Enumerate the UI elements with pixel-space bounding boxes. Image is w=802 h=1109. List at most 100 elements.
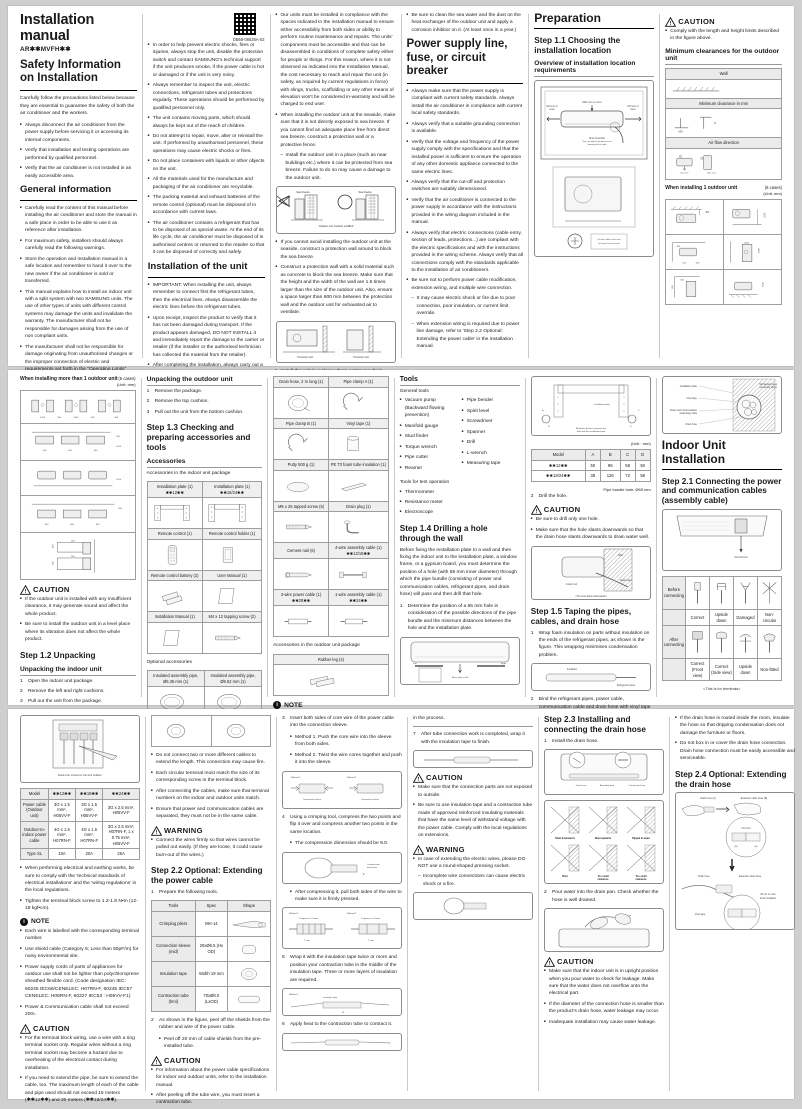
sheet-bottom: Fasten the screws for the wire holders. … — [8, 709, 795, 1105]
list-item: Verify that the air conditioner is not i… — [20, 165, 137, 180]
table-header: Model — [20, 788, 49, 800]
figure-label: Connection sleeve — [361, 798, 380, 801]
list-item: Apply heat to the contraction tube to co… — [282, 1021, 393, 1029]
figure-label: You can adjust the direction of — [583, 140, 613, 143]
table-cell — [756, 625, 782, 660]
list-item: Torque wrench — [400, 444, 458, 451]
column-extending-power: Do not connect two or more different cab… — [146, 715, 276, 1105]
list-item: Install the outdoor unit in a place (suc… — [281, 152, 396, 182]
svg-text:!: ! — [417, 778, 419, 784]
list-item: Install the drain hose. — [544, 738, 599, 746]
safety-bullets: Always disconnect the air conditioner fr… — [20, 122, 137, 180]
table-cell: Correct — [684, 609, 710, 627]
table-cell — [708, 625, 734, 660]
warning-triangle-icon: ! — [413, 844, 424, 855]
tool-image — [226, 985, 272, 1012]
list-item: Be sure to clean the sea water and the d… — [407, 12, 524, 34]
column-safety-2: DB68-06636A-02 In order to help prevent … — [143, 12, 270, 416]
figure-caption: Protection wall — [353, 356, 369, 359]
installation-heading: Installation of the unit — [147, 260, 248, 272]
single-unit-header: When installing 1 outdoor unit (6 cases) — [665, 185, 782, 191]
accessory-image — [273, 469, 329, 502]
list-item: When performing electrical and earthing … — [20, 865, 140, 895]
list-item: Wrap foam insulation on parts without in… — [531, 630, 650, 658]
svg-text:!: ! — [24, 1028, 26, 1034]
caution-title: CAUTION — [33, 585, 70, 594]
column-preparation: Preparation Step 1.1 Choosing the instal… — [529, 11, 659, 360]
clearances-heading: Minimum clearances for the outdoor unit — [665, 48, 782, 65]
step-1-3-heading: Step 1.3 Checking and preparing accessor… — [146, 423, 251, 453]
table-cell: Installation plate (1) ✱✱18/24✱✱ — [201, 481, 263, 499]
table-header: D — [634, 449, 651, 461]
figure-label: Method 1 — [289, 912, 299, 915]
svg-text:1000: 1000 — [74, 417, 80, 419]
accessory-image — [146, 538, 203, 571]
svg-text:300: 300 — [91, 417, 95, 419]
multi-unit-title: When installing more than 1 outdoor unit — [20, 376, 118, 382]
list-item: For maximum safety, installers should al… — [20, 238, 137, 253]
list-item: It may cause electric shock or fire due … — [412, 295, 524, 317]
figure-caption: <The hole slants downwards> — [575, 595, 607, 598]
table-cell: 20xØ6.5 (Hx OD) — [194, 935, 228, 962]
caution-title: CAUTION — [164, 1055, 201, 1065]
figure-sleeve-methods: Method 1 Method 2 Connection sleeve Conn… — [282, 770, 402, 809]
column-accessories-indoor: Unpacking the outdoor unit Remove the pa… — [142, 376, 268, 766]
svg-text:300: 300 — [672, 284, 674, 288]
tool-image — [226, 935, 272, 962]
table-cell: 4-wire assembly cable (1) ✱✱12/18✱✱ — [327, 542, 389, 560]
table-cell: Remote control (1) — [146, 528, 203, 540]
list-item: Open the indoor unit package. — [20, 678, 94, 686]
table-header: ✱✱24✱✱ — [102, 788, 140, 800]
table-cell: 3G x 2.5 mm², H05VV-F — [102, 798, 140, 822]
table-cell: 300 100 600 — [665, 233, 725, 270]
note-header: i NOTE — [20, 917, 140, 926]
table-cell: 600 300 — [665, 268, 725, 305]
table-cell: 50 — [634, 459, 651, 472]
table-cell: Crimping pliers — [151, 910, 196, 937]
accessory-image — [146, 497, 203, 530]
caution-header: ! CAUTION — [544, 957, 664, 967]
column-clearances: ! CAUTION Comply with the length and hei… — [660, 12, 787, 360]
svg-text:600: 600 — [679, 131, 684, 134]
column-indoor-install: Installation plate Vinyl tape Power and … — [657, 376, 787, 699]
table-row: Crimping pliers MH-14 — [151, 910, 272, 937]
table-header: Spec — [194, 900, 228, 912]
table-cell: 4G x 1.5 mm², H07RN-F — [75, 820, 104, 850]
figure-label: Drain hose/inlet — [589, 137, 605, 140]
note-bullets: Each wire is labelled with the correspon… — [20, 928, 140, 1019]
seaside-bullets-2: If you cannot avoid installing the outdo… — [276, 239, 396, 317]
accessory-image — [146, 580, 203, 613]
svg-text:300: 300 — [706, 212, 711, 214]
list-item: If the diameter of the connection hose i… — [544, 1001, 664, 1016]
general-info-heading: General information — [20, 183, 112, 195]
list-item: Screwdriver — [462, 418, 520, 425]
list-item: All the materials used for the manufactu… — [148, 176, 265, 191]
table-cell: 4G x 1.5 mm², H07RN-F — [47, 820, 77, 850]
overview-caption: Overview of installation location requir… — [534, 60, 655, 78]
caution-header: ! CAUTION — [20, 1023, 140, 1034]
figure-caption: Outdoor unit Outdoor unit/Bird — [318, 224, 353, 228]
table-cell: 1-wire assembly cable (1) ✱✱24✱✱ — [327, 589, 389, 607]
step-1-4-heading: Step 1.4 Drilling a hole through the wal… — [399, 523, 488, 543]
figure-label: 100 mm or — [547, 105, 559, 108]
table-cell — [684, 625, 710, 660]
table-cell: 300 — [665, 198, 725, 235]
model-code: AR✱✱MVFH✱✱ — [20, 46, 71, 53]
process-note: in the process. — [413, 716, 445, 721]
general-tools-left: Vacuum pump (Backward flowing prevention… — [400, 397, 458, 475]
table-cell: Insulated assembly pipe, Ø6.35 mm (1) — [146, 670, 205, 688]
table-cell — [756, 576, 782, 611]
list-item: Insert both sides of core wire of the po… — [282, 715, 394, 729]
table-row: Type SL 10A 20A 25A — [20, 848, 140, 861]
step-2-1-heading: Step 2.1 Connecting the power and commun… — [661, 476, 782, 506]
list-item: Construct a protection wall with a solid… — [276, 264, 396, 316]
accessory-image — [327, 511, 389, 544]
figure-caption: Bent — [562, 875, 568, 878]
page-title: Installation manual — [20, 12, 95, 44]
list-item: Reamer — [400, 465, 458, 472]
table-cell: Remote control battery (2) — [146, 569, 203, 582]
svg-text:300: 300 — [71, 540, 75, 542]
accessory-image — [273, 386, 329, 419]
table-cell: Drain plug (1) — [327, 500, 389, 513]
